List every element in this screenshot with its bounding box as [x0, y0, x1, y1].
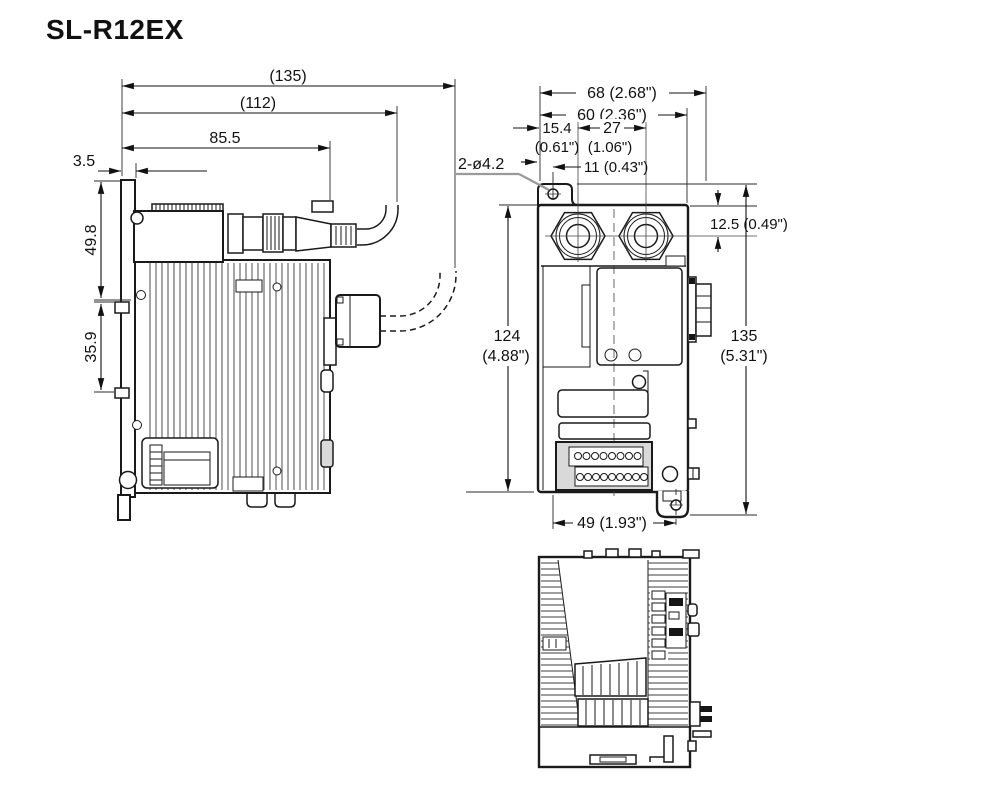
leader-line [518, 173, 550, 191]
side-view-dimensions: (135) (112) 85.5 3.5 49.8 35.9 [73, 68, 456, 393]
dim-body-depth: 85.5 [209, 130, 240, 147]
side-body [118, 203, 337, 508]
flange-hole-mid [136, 290, 146, 300]
dim-overall-height-in: (5.31") [720, 348, 767, 365]
dim-body-height-in: (4.88") [482, 348, 529, 365]
dim-hole-to-connector: 11 (0.43") [584, 159, 648, 176]
dim-edge-to-connector-in: (0.61") [535, 139, 580, 156]
flange-hole-big [118, 470, 138, 490]
din-hook-upper [114, 301, 130, 314]
flange-hole-top [130, 211, 144, 225]
front-body [536, 203, 690, 494]
terminal-block [555, 441, 653, 491]
bottom-right-connector [687, 701, 712, 752]
side-view: (135) (112) 85.5 3.5 49.8 35.9 [73, 68, 457, 521]
dim-overall-depth: (135) [269, 68, 306, 85]
dim-body-width: 60 (2.36") [577, 107, 647, 124]
dim-bracket-height: 35.9 [83, 331, 100, 362]
front-view: 68 (2.68") 60 (2.36") 15.4 (0.61") 27 (1… [456, 84, 795, 532]
side-bottom-connector [141, 437, 219, 489]
front-side-connector [687, 276, 712, 343]
mounting-feet [246, 493, 296, 508]
cable-outer [357, 205, 399, 246]
dim-body-height-mm: 124 [494, 328, 521, 345]
front-view-dimensions: 68 (2.68") 60 (2.36") 15.4 (0.61") 27 (1… [456, 84, 795, 532]
dim-edge-to-connector-mm: 15.4 [542, 120, 571, 137]
dim-top-to-connector-center: 12.5 (0.49") [710, 216, 788, 233]
heatsink-fins [149, 263, 325, 490]
flange-hole-low [132, 420, 142, 430]
dim-connector-pitch-in: (1.06") [588, 139, 633, 156]
dim-body-with-cable: (112) [240, 95, 276, 112]
side-cable-connector [335, 271, 457, 348]
din-hook-lower [114, 387, 130, 399]
side-mounting-flange [114, 179, 136, 521]
dim-overall-height-mm: 135 [731, 328, 758, 345]
page-title: SL-R12EX [46, 14, 184, 45]
front-panels [542, 265, 683, 440]
dim-upper-height: 49.8 [83, 224, 100, 255]
top-cable-connector [227, 200, 399, 254]
dim-connector-pitch-mm: 27 [603, 120, 621, 137]
bottom-left-fins [541, 562, 580, 726]
cable-inner [357, 205, 387, 230]
dim-flange-thickness: 3.5 [73, 153, 95, 170]
mounting-holes-label: 2-ø4.2 [458, 156, 504, 173]
bottom-mounting-tab [655, 490, 690, 519]
dim-overall-width: 68 (2.68") [587, 85, 657, 102]
dim-hole-offset: 49 (1.93") [577, 515, 647, 532]
bottom-view [537, 548, 712, 769]
label-plate [133, 210, 224, 263]
